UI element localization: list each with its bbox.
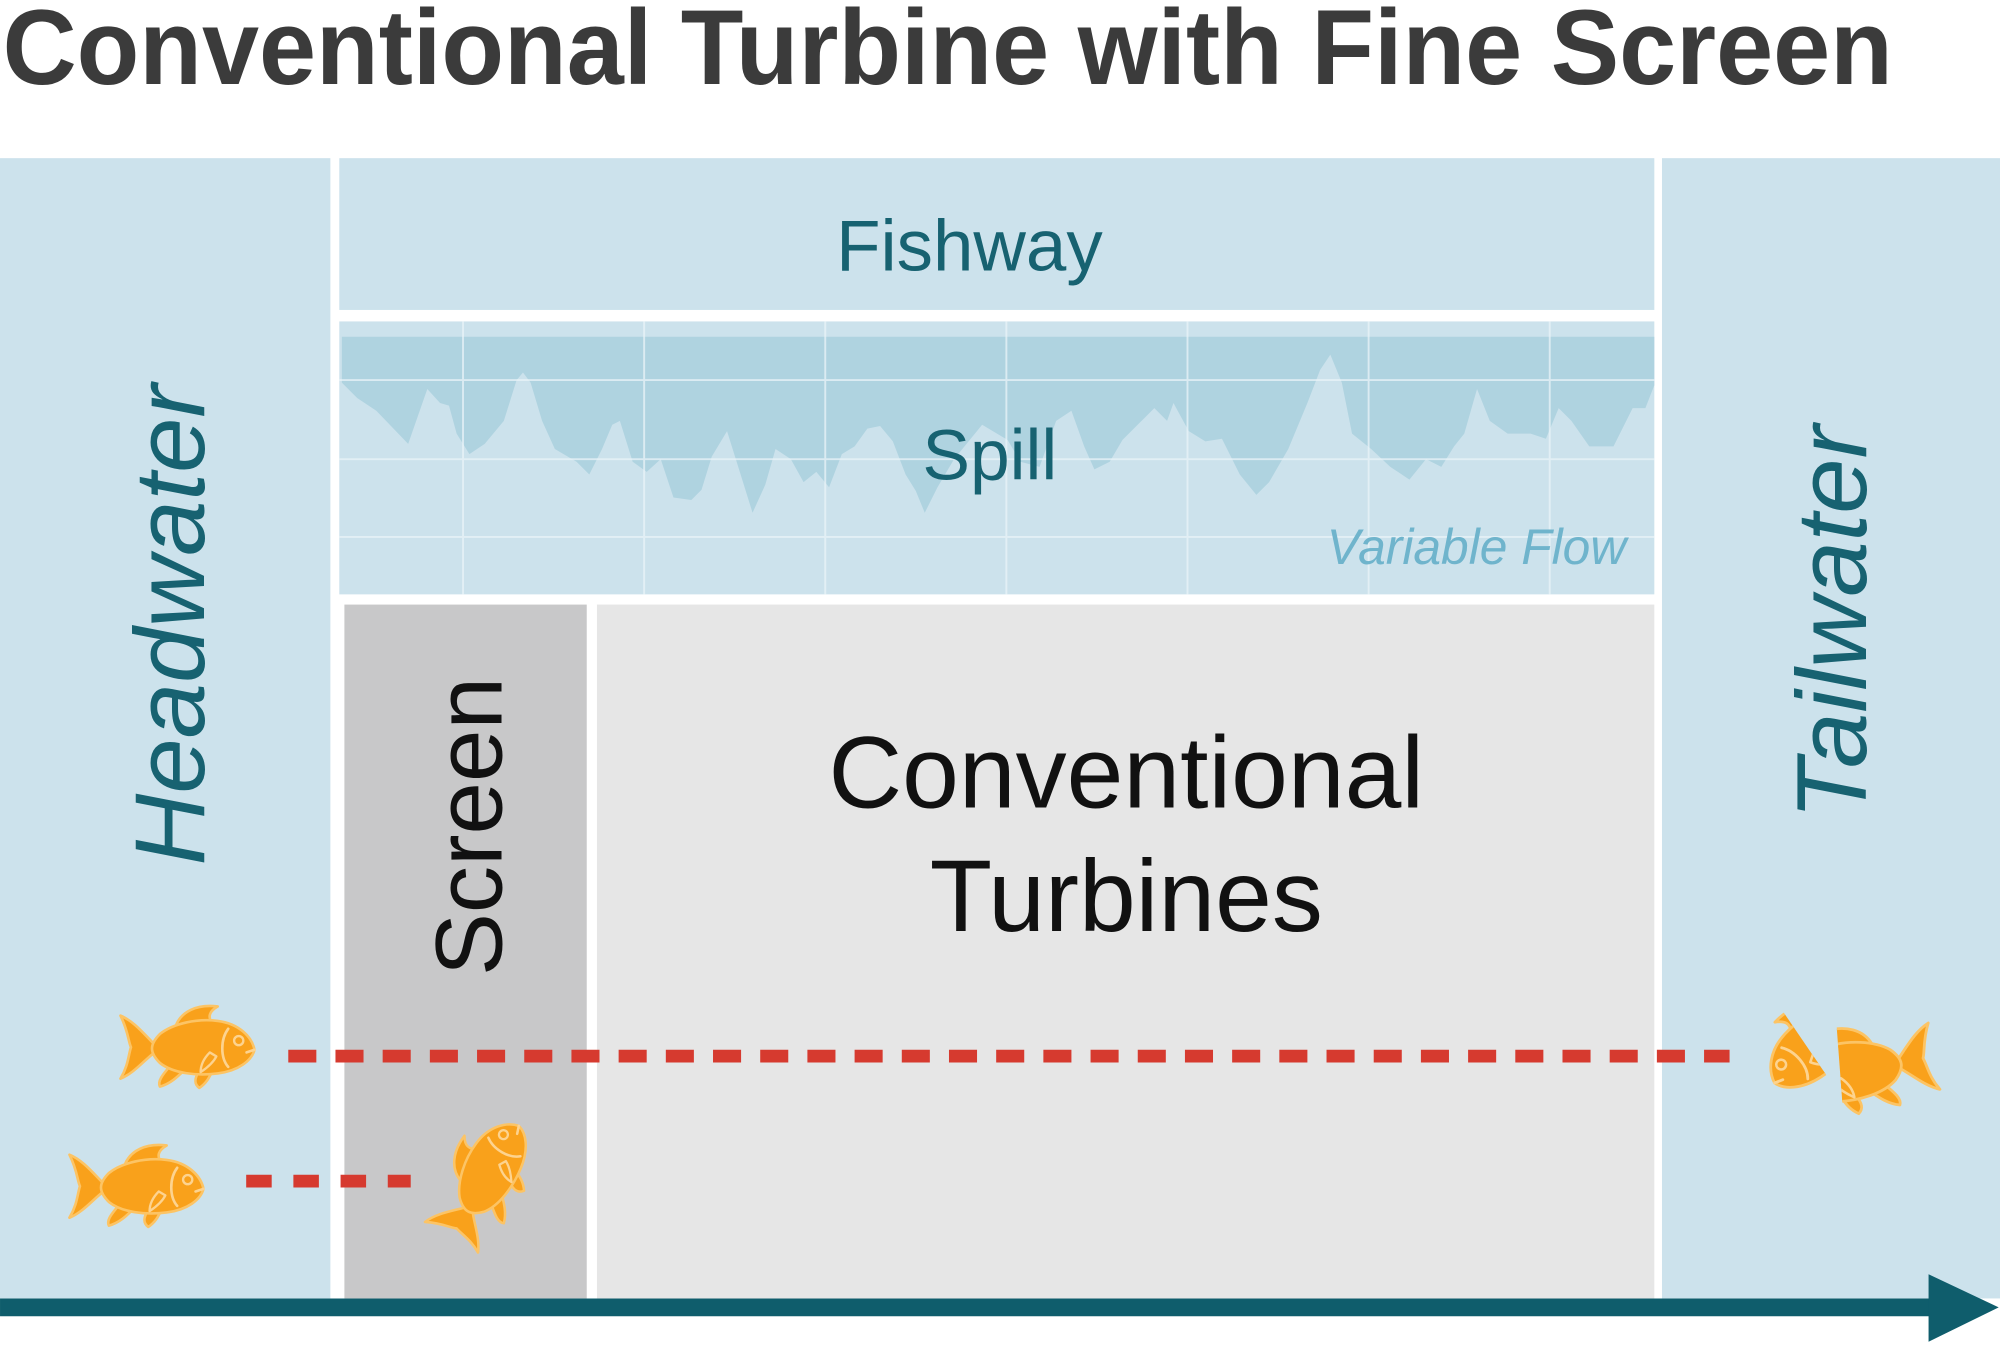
turbines-label-line-2: Turbines <box>930 839 1323 953</box>
variable-flow-note: Variable Flow <box>1327 519 1630 575</box>
headwater-label: Headwater <box>115 381 226 866</box>
screen-label: Screen <box>417 677 522 976</box>
page-title: Conventional Turbine with Fine Screen <box>3 0 1893 107</box>
turbines-label-line-1: Conventional <box>829 715 1425 829</box>
fishway-label: Fishway <box>836 205 1103 286</box>
tailwater-zone <box>1661 158 2000 1299</box>
flow-arrow-head <box>1928 1274 1999 1342</box>
arrow-right-icon <box>0 1274 1999 1342</box>
spill-gridlines <box>339 321 1655 595</box>
spill-label: Spill <box>922 416 1057 496</box>
tailwater-label: Tailwater <box>1777 421 1888 819</box>
turbines-zone <box>596 604 1655 1299</box>
fishway-zone <box>339 158 1655 310</box>
headwater-zone <box>0 158 331 1299</box>
